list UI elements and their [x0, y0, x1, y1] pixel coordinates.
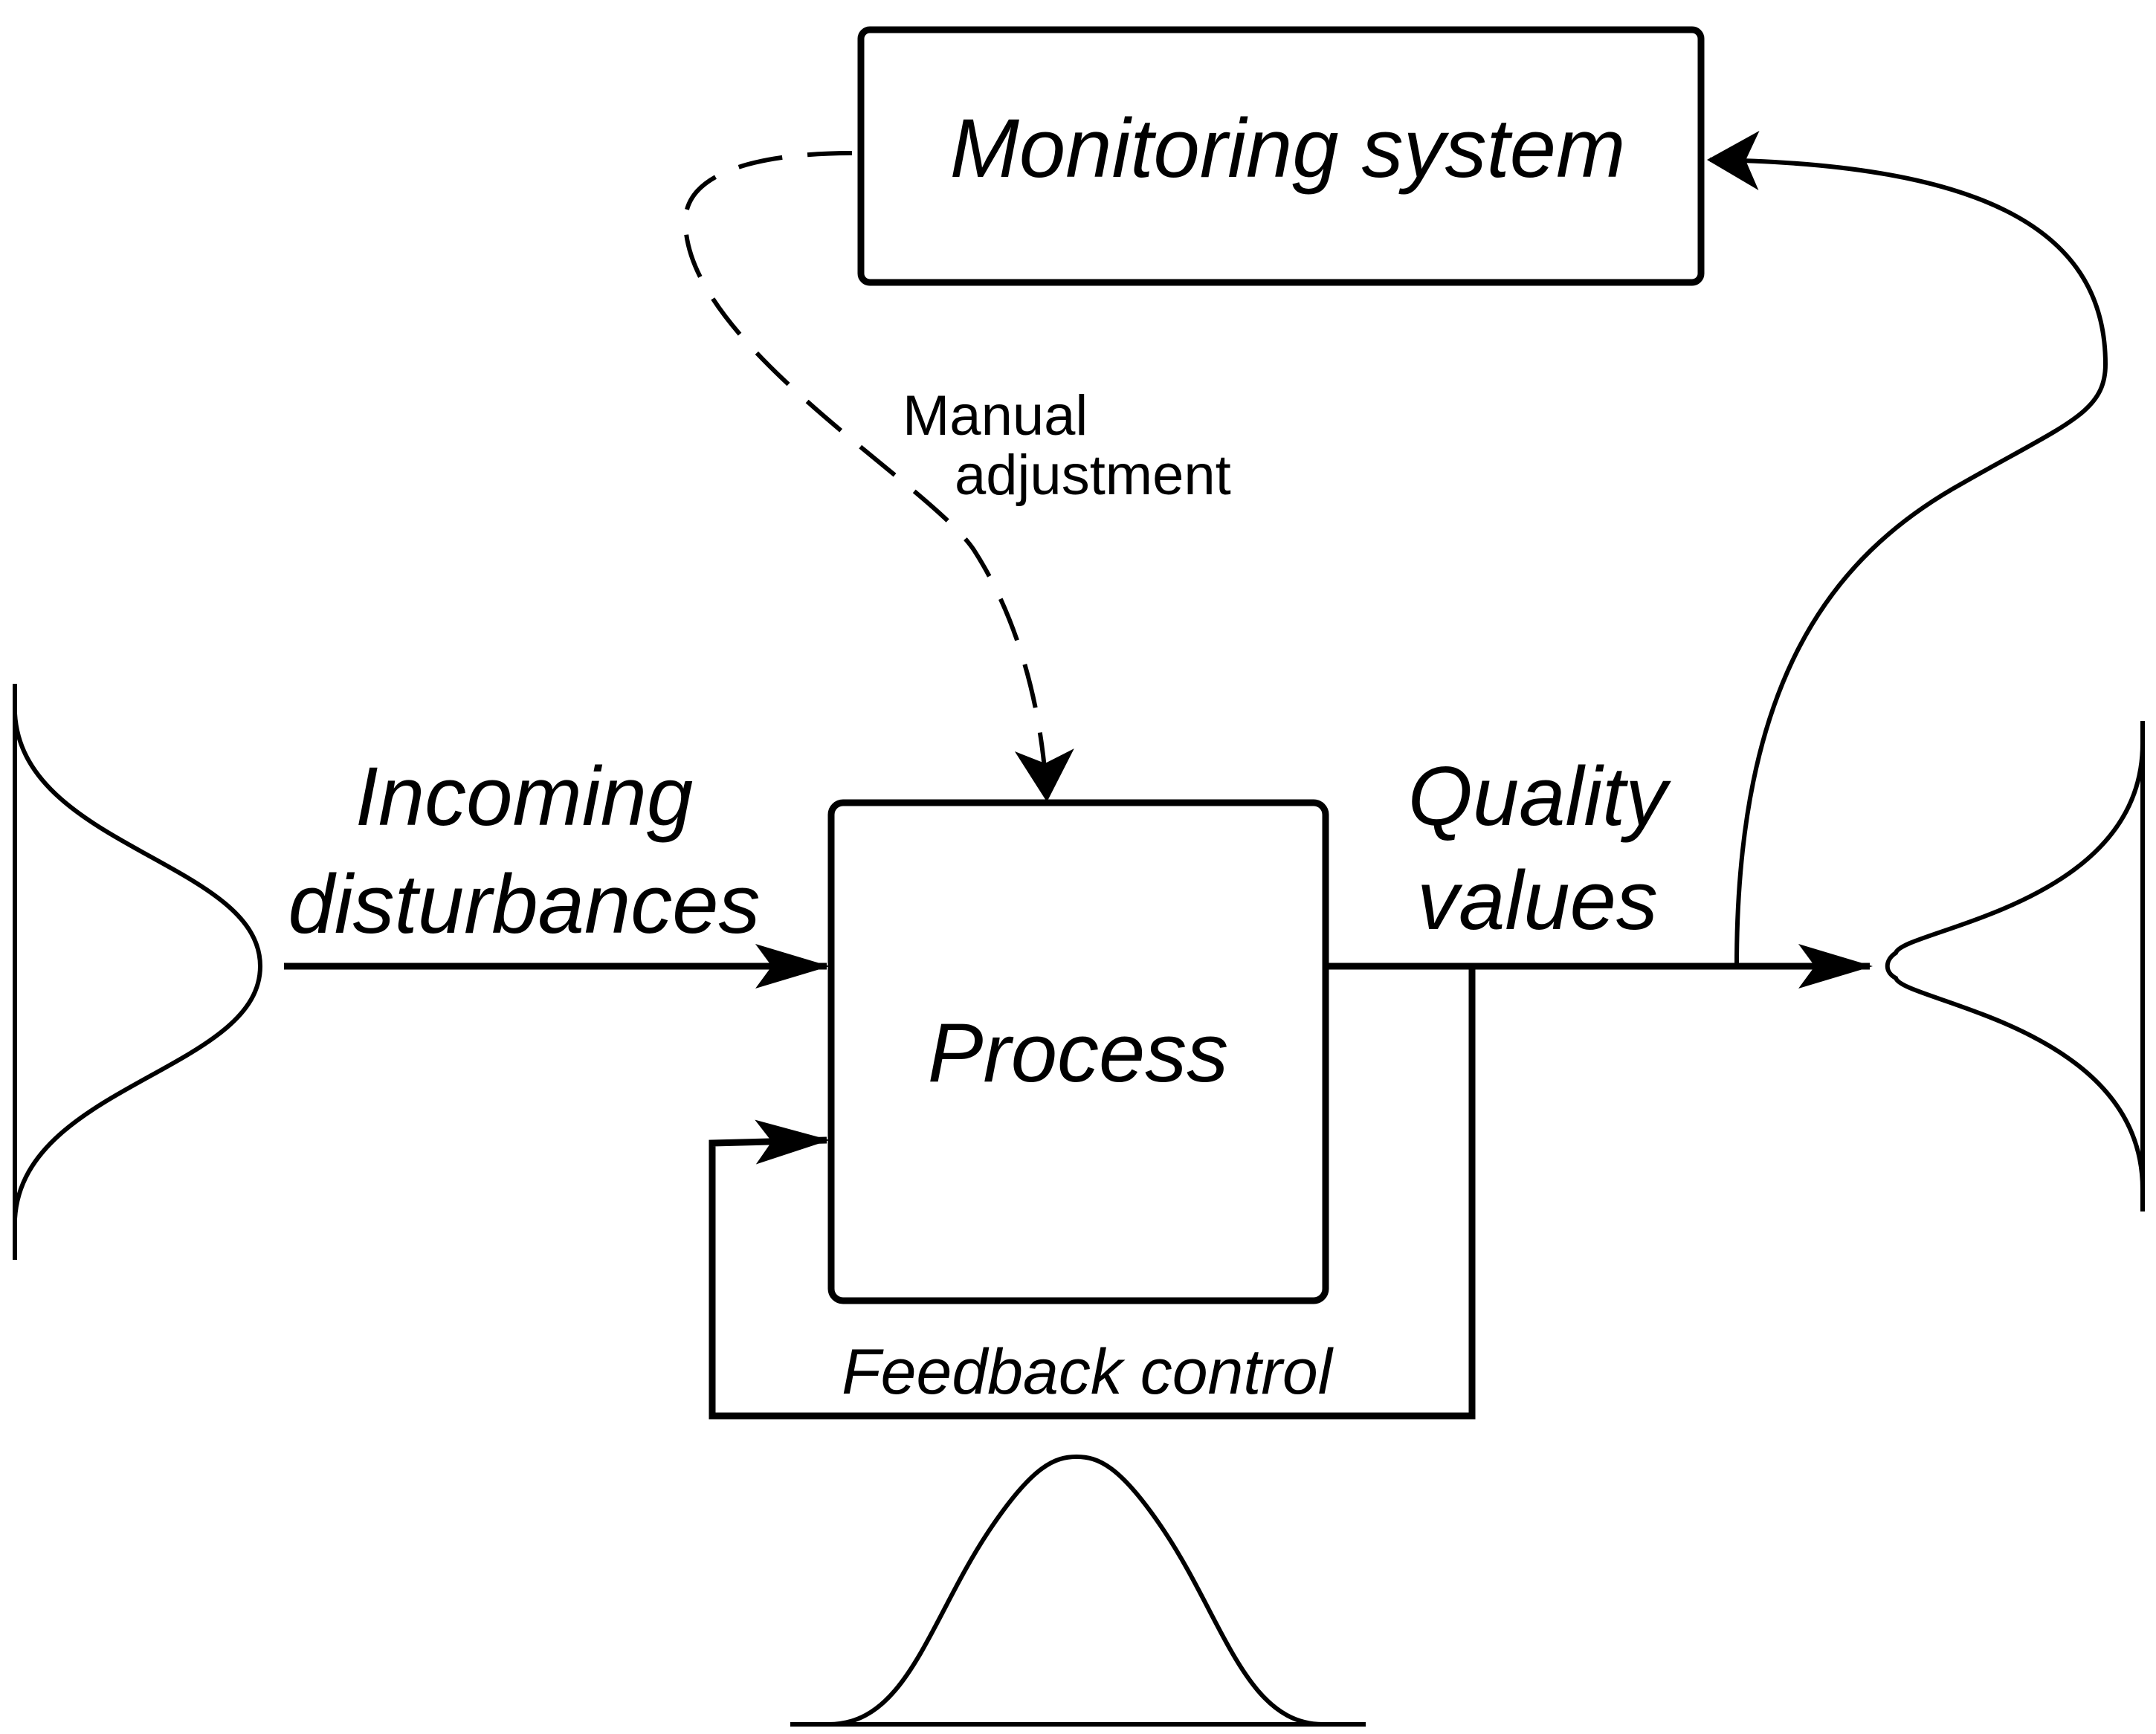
- process-label: Process: [928, 1006, 1229, 1099]
- manual-adjustment-label-line2: adjustment: [955, 444, 1231, 507]
- quality-values-label-line1: Quality: [1408, 750, 1672, 843]
- process-distribution-curve: [828, 1454, 1324, 1727]
- monitoring-system-label: Monitoring system: [950, 102, 1626, 195]
- monitoring-system-box: [857, 26, 1705, 286]
- feedback-control-label: Feedback control: [842, 1336, 1334, 1408]
- manual-adjustment-curve: [682, 151, 1074, 802]
- incoming-disturbances-label-line1: Incoming: [355, 750, 693, 843]
- process-box: [827, 799, 1329, 1304]
- incoming-disturbances-label-line2: disturbances: [288, 858, 760, 951]
- quality-values-label-line2: values: [1417, 854, 1658, 947]
- monitoring-feedback-curve: [1707, 130, 2108, 967]
- output-distribution-curve: [1885, 743, 2145, 1190]
- manual-adjustment-label-line1: Manual: [903, 384, 1088, 447]
- input-distribution-curve: [13, 713, 263, 1220]
- feedback-control-loop: [709, 966, 1476, 1420]
